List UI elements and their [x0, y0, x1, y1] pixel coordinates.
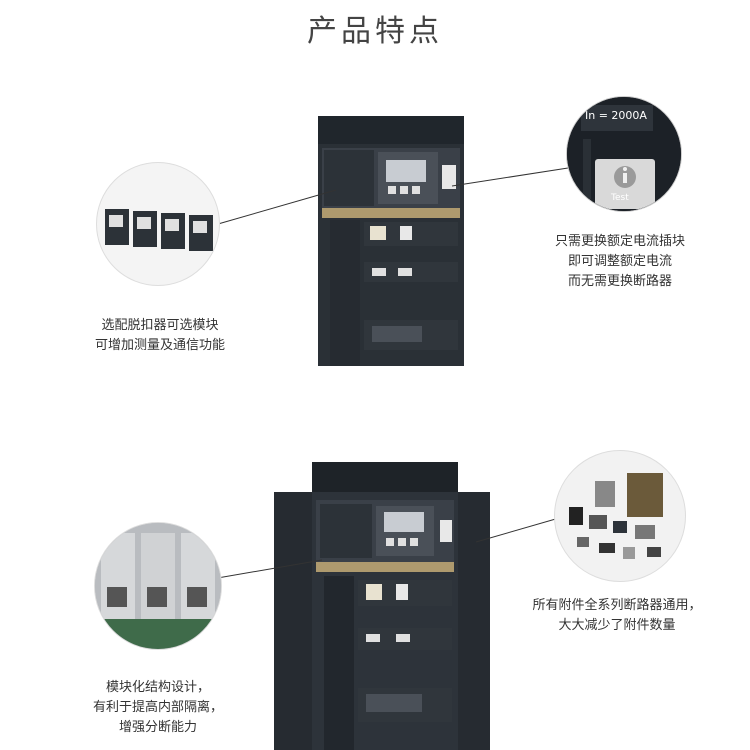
- breaker-bottom-image: [274, 462, 490, 750]
- rating-plug-label: In = 2000A: [585, 109, 647, 122]
- page-title: 产品特点: [307, 14, 443, 49]
- caption-line: 有利于提高内部隔离，: [92, 700, 223, 715]
- caption-line: 增强分断能力: [118, 720, 197, 735]
- connector-line-rating-plug: [451, 167, 569, 187]
- caption-line: 即可调整额定电流: [567, 254, 672, 269]
- connector-line-modular: [205, 559, 323, 581]
- accessories-image: [554, 450, 686, 582]
- caption-line: 可增加测量及通信功能: [94, 338, 225, 353]
- connector-line-accessories: [475, 515, 567, 543]
- caption-line: 而无需更换断路器: [567, 274, 672, 289]
- breaker-top-image: [318, 116, 464, 366]
- caption-modular: 模块化结构设计， 有利于提高内部隔离， 增强分断能力: [58, 678, 258, 738]
- caption-line: 选配脱扣器可选模块: [101, 318, 219, 333]
- caption-rating-plug: 只需更换额定电流插块 即可调整额定电流 而无需更换断路器: [520, 232, 720, 292]
- test-label: Test: [611, 193, 629, 203]
- caption-line: 模块化结构设计，: [105, 680, 210, 695]
- caption-line: 所有附件全系列断路器通用，: [532, 598, 702, 613]
- connector-line-trip-units: [217, 189, 337, 225]
- caption-line: 只需更换额定电流插块: [554, 234, 685, 249]
- modular-structure-image: [94, 522, 222, 650]
- caption-line: 大大减少了附件数量: [558, 618, 676, 633]
- rating-plug-image: In = 2000A Test: [566, 96, 682, 212]
- trip-unit-modules-image: [96, 162, 220, 286]
- caption-accessories: 所有附件全系列断路器通用， 大大减少了附件数量: [512, 596, 722, 636]
- caption-trip-units: 选配脱扣器可选模块 可增加测量及通信功能: [60, 316, 260, 356]
